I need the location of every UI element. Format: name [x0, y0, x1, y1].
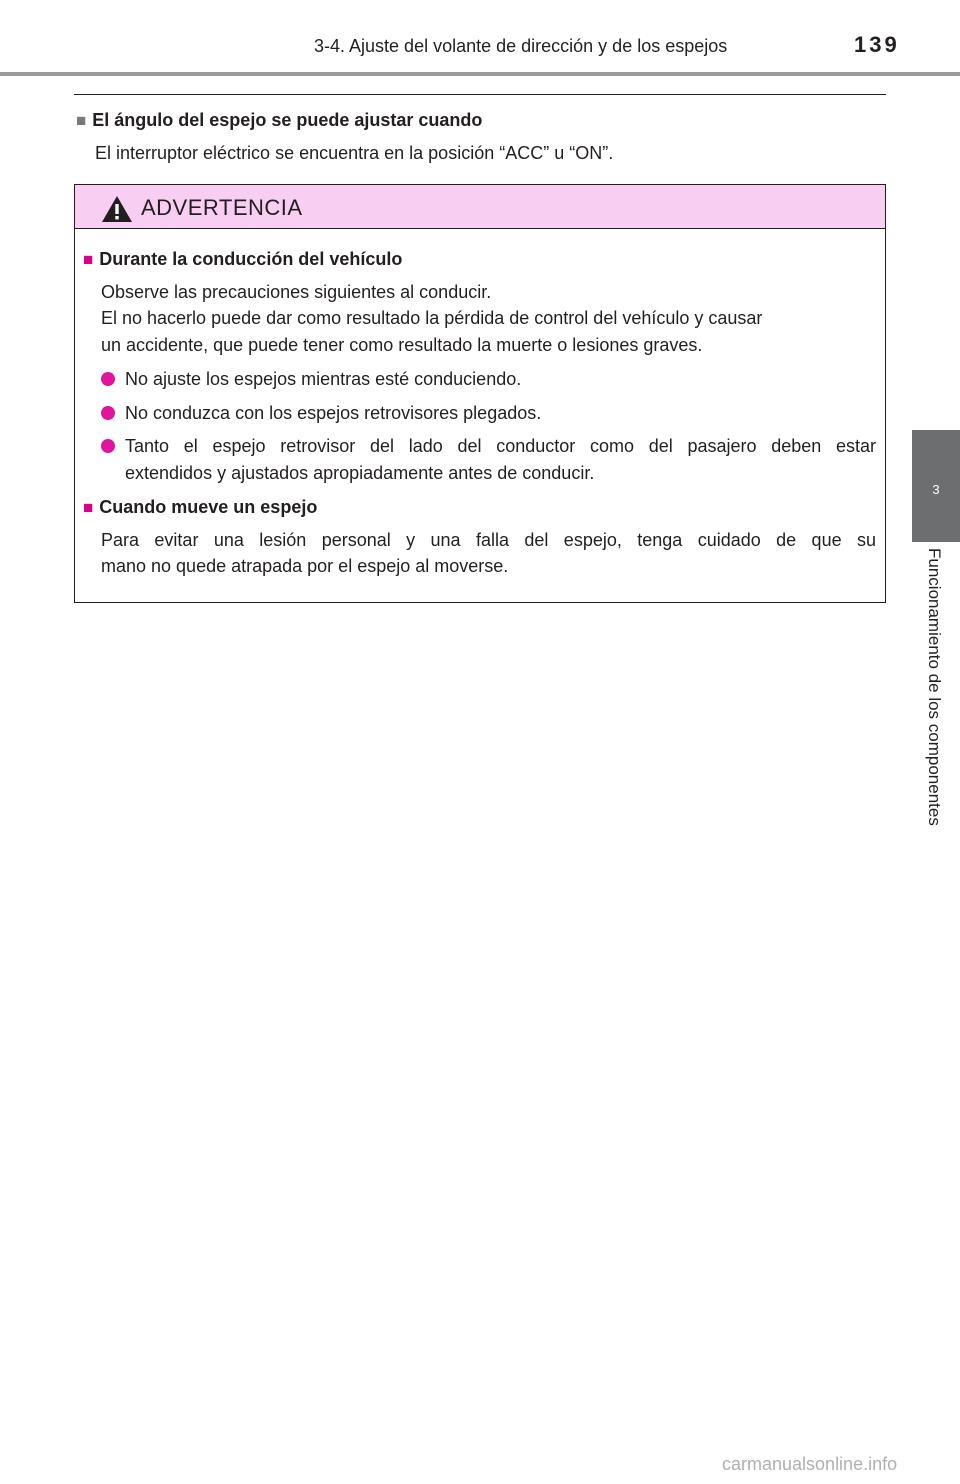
- chapter-label-wrap: Funcionamiento de los componentes: [912, 548, 960, 878]
- square-bullet-icon: ■: [83, 498, 94, 517]
- section-heading: ■ El ángulo del espejo se puede ajustar c…: [76, 110, 482, 131]
- warning-title: ADVERTENCIA: [141, 195, 303, 220]
- warning-text-line: Observe las precauciones siguientes al c…: [101, 282, 492, 302]
- chapter-tab: 3: [912, 430, 960, 542]
- bullet-item: [101, 369, 123, 390]
- chapter-label: Funcionamiento de los componentes: [925, 548, 944, 826]
- bullet-dot-icon: [101, 406, 115, 420]
- warning-subheading-1-text: Durante la conducción del vehículo: [99, 249, 403, 269]
- chapter-number: 3: [932, 482, 940, 497]
- warning-header: ADVERTENCIA: [75, 185, 885, 229]
- bullet-dot-icon: [101, 372, 115, 386]
- bullet-item: [101, 403, 123, 424]
- warning-text-line: mano no quede atrapada por el espejo al …: [101, 556, 509, 576]
- header-divider: [0, 72, 960, 76]
- warning-box: ADVERTENCIA ■ Durante la conducción del v…: [74, 184, 886, 603]
- warning-subheading-2-text: Cuando mueve un espejo: [99, 497, 318, 517]
- bullet-text: extendidos y ajustados apropiadamente an…: [125, 463, 595, 483]
- bullet-dot-icon: [101, 439, 115, 453]
- bullet-item: [101, 436, 123, 457]
- square-bullet-icon: ■: [83, 250, 94, 269]
- header-section-title: 3-4. Ajuste del volante de dirección y d…: [314, 36, 728, 56]
- warning-triangle-icon: [102, 196, 132, 222]
- warning-subheading-1: ■ Durante la conducción del vehículo: [83, 249, 402, 270]
- warning-text-line: Para evitar una lesión personal y una fa…: [101, 530, 876, 550]
- section-rule: [74, 94, 886, 95]
- watermark: carmanualsonline.info: [722, 1454, 898, 1474]
- warning-text-line: un accidente, que puede tener como resul…: [101, 335, 703, 355]
- section-body: El interruptor eléctrico se encuentra en…: [95, 143, 614, 163]
- square-bullet-icon: ■: [76, 111, 87, 130]
- bullet-text: Tanto el espejo retrovisor del lado del …: [125, 436, 876, 456]
- warning-text-line: El no hacerlo puede dar como resultado l…: [101, 308, 763, 328]
- bullet-text: No conduzca con los espejos retrovisores…: [125, 403, 542, 423]
- page-number: 139: [854, 32, 900, 57]
- section-heading-text: El ángulo del espejo se puede ajustar cu…: [92, 110, 483, 130]
- bullet-text: No ajuste los espejos mientras esté cond…: [125, 369, 522, 389]
- warning-subheading-2: ■ Cuando mueve un espejo: [83, 497, 317, 518]
